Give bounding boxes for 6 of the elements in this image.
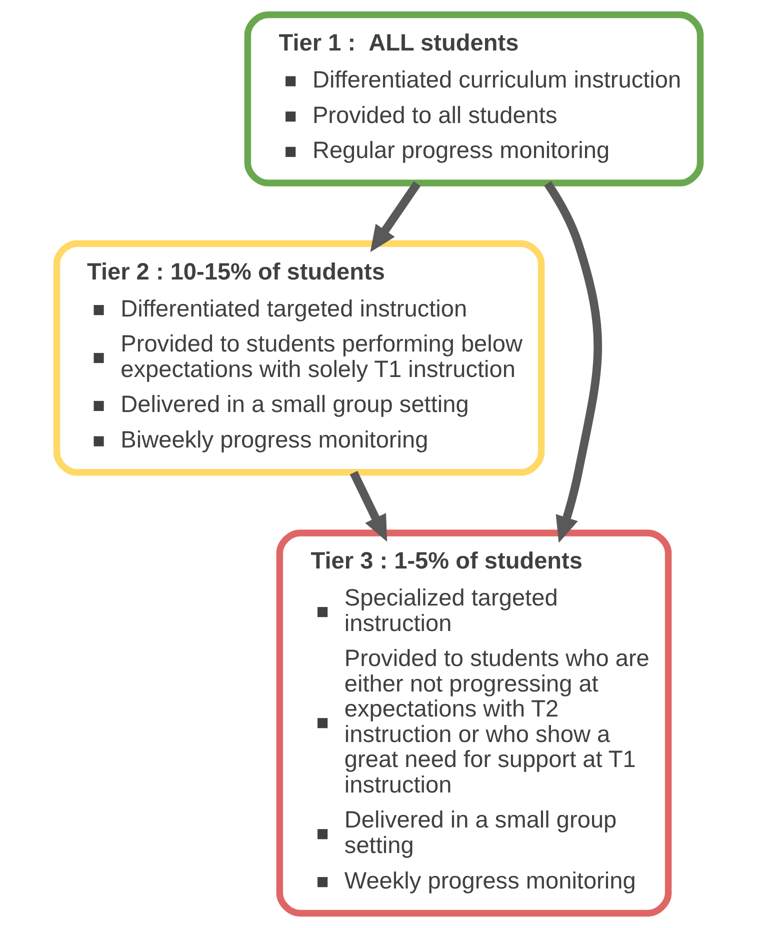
arrow (350, 470, 388, 542)
node-box: Tier 1 : ALL students Differentiated curriculum instruction Provided to all students Regular progress monitoring (244, 11, 704, 186)
node-box: Tier 2 : 10-15% of students Differentiated targeted instruction Provided to students performing below expectations with solely T1 instruction Delivered in a small group setting Biweekly progress monitoring (53, 240, 545, 476)
arrow (370, 181, 421, 252)
node-box: Tier 3 : 1-5% of students Specialized targeted instruction Provided to students who are either not progressing at expectations with T2 instruction or who show a great need for support at T1 instruction Delivered in a small group setting Weekly progress monitoring (276, 530, 672, 917)
arrow (544, 181, 602, 543)
